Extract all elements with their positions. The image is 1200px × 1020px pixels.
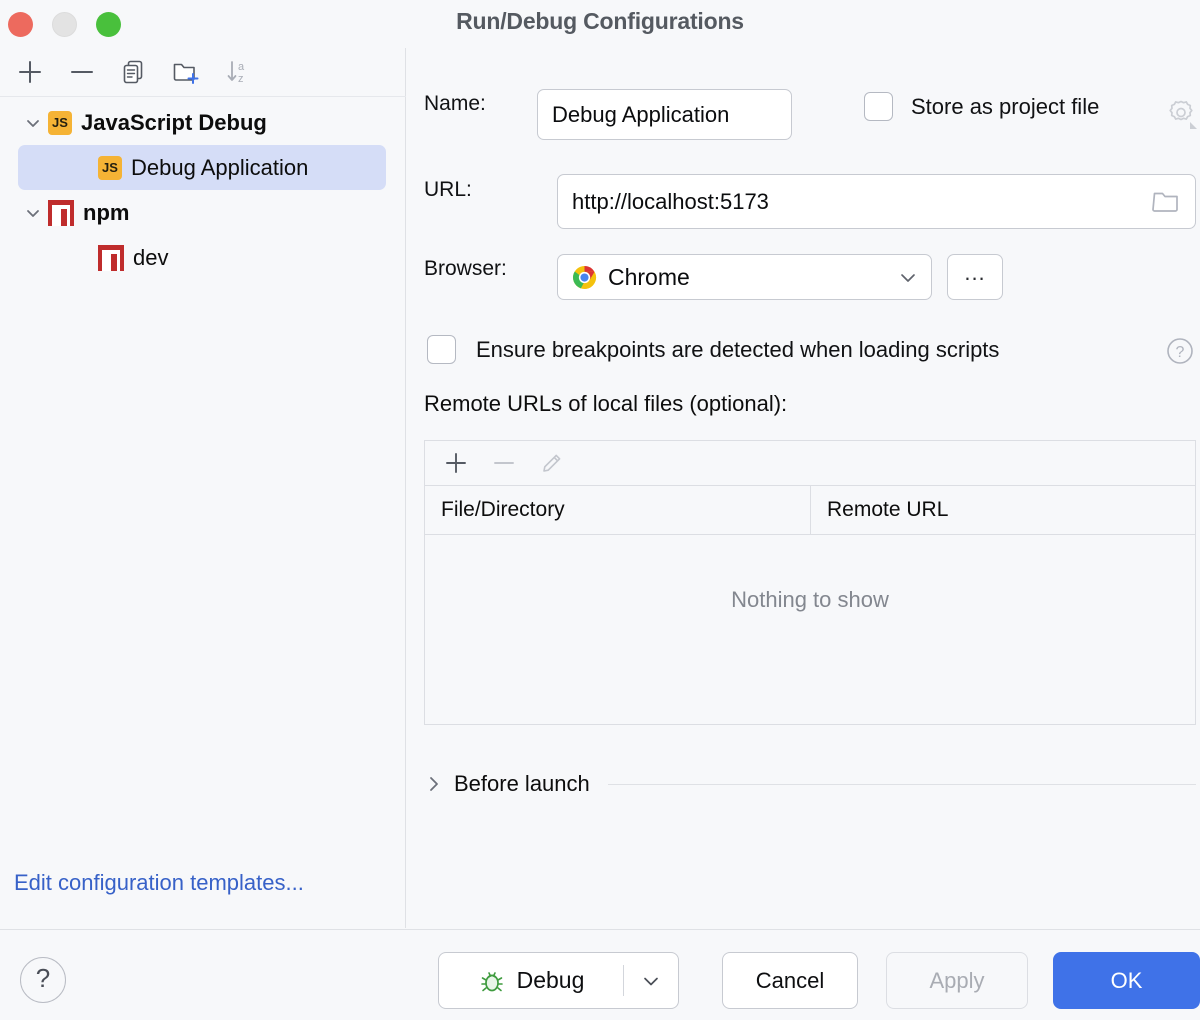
npm-icon xyxy=(98,244,124,271)
svg-text:a: a xyxy=(238,61,245,73)
store-as-project-file-label: Store as project file xyxy=(911,93,1100,119)
table-toolbar xyxy=(425,441,1195,486)
apply-button: Apply xyxy=(886,952,1028,1009)
browser-label: Browser: xyxy=(424,257,507,280)
browser-more-button[interactable]: ... xyxy=(947,254,1003,300)
name-input[interactable]: Debug Application xyxy=(537,89,792,140)
dialog-title: Run/Debug Configurations xyxy=(456,8,744,34)
debug-button-label: Debug xyxy=(516,967,585,993)
add-configuration-button[interactable] xyxy=(6,52,54,92)
table-column-remote-url[interactable]: Remote URL xyxy=(827,498,949,521)
ensure-breakpoints-row: Ensure breakpoints are detected when loa… xyxy=(427,335,999,364)
chevron-down-icon[interactable] xyxy=(18,113,48,133)
browser-select-value: Chrome xyxy=(608,263,690,290)
url-input-value: http://localhost:5173 xyxy=(572,188,769,214)
ensure-breakpoints-help-icon[interactable]: ? xyxy=(1165,336,1195,366)
folder-icon[interactable] xyxy=(1151,189,1181,215)
configuration-editor-panel: Name: Debug Application Store as project… xyxy=(407,48,1200,928)
remote-urls-label: Remote URLs of local files (optional): xyxy=(424,391,788,416)
tree-item-label: npm xyxy=(83,199,130,225)
chevron-down-icon[interactable] xyxy=(18,203,48,223)
name-label: Name: xyxy=(424,92,486,115)
tree-item-dev[interactable]: dev xyxy=(0,235,406,280)
chrome-icon xyxy=(572,265,597,290)
tree-item-label: Debug Application xyxy=(131,154,309,180)
debug-run-button[interactable]: Debug xyxy=(439,953,623,1008)
before-launch-label: Before launch xyxy=(454,771,590,796)
browser-row: Browser: xyxy=(424,257,507,281)
table-header-row: File/Directory Remote URL xyxy=(425,486,1195,535)
chevron-down-icon[interactable] xyxy=(897,266,919,288)
browser-select[interactable]: Chrome xyxy=(557,254,932,300)
remote-urls-table: File/Directory Remote URL Nothing to sho… xyxy=(424,440,1196,725)
table-edit-button xyxy=(535,446,569,480)
ok-button[interactable]: OK xyxy=(1053,952,1200,1009)
table-column-file-directory[interactable]: File/Directory xyxy=(425,486,811,534)
zoom-window-button[interactable] xyxy=(96,12,121,37)
url-row: URL: xyxy=(424,178,472,202)
new-folder-button[interactable] xyxy=(162,52,210,92)
before-launch-section[interactable]: Before launch xyxy=(424,771,1196,797)
svg-text:?: ? xyxy=(1176,344,1185,361)
debug-dropdown-button[interactable] xyxy=(624,953,678,1008)
url-label: URL: xyxy=(424,178,472,201)
ensure-breakpoints-checkbox[interactable] xyxy=(427,335,456,364)
chevron-right-icon[interactable] xyxy=(424,774,444,794)
edit-configuration-templates-link[interactable]: Edit configuration templates... xyxy=(14,870,304,895)
minimize-window-button[interactable] xyxy=(52,12,77,37)
tree-item-debug-application[interactable]: JS Debug Application xyxy=(18,145,386,190)
store-as-project-file-row: Store as project file xyxy=(864,92,1099,121)
ensure-breakpoints-label: Ensure breakpoints are detected when loa… xyxy=(476,336,1000,362)
sort-alphabetical-button[interactable]: a z xyxy=(214,52,262,92)
table-add-button[interactable] xyxy=(439,446,473,480)
remove-configuration-button[interactable] xyxy=(58,52,106,92)
tree-item-npm[interactable]: npm xyxy=(0,190,406,235)
js-icon: JS xyxy=(48,110,72,135)
store-as-project-file-checkbox[interactable] xyxy=(864,92,893,121)
name-row: Name: xyxy=(424,92,486,116)
sidebar-toolbar: a z xyxy=(0,48,406,97)
configurations-tree: JS JavaScript Debug JS Debug Application… xyxy=(0,100,406,280)
js-icon: JS xyxy=(98,155,122,180)
bug-icon xyxy=(478,967,506,995)
tree-item-javascript-debug[interactable]: JS JavaScript Debug xyxy=(0,100,406,145)
close-window-button[interactable] xyxy=(8,12,33,37)
window-controls xyxy=(8,12,121,37)
table-remove-button xyxy=(487,446,521,480)
table-empty-message: Nothing to show xyxy=(731,587,889,612)
gear-icon[interactable] xyxy=(1164,96,1198,130)
titlebar: Run/Debug Configurations xyxy=(0,0,1200,48)
split-divider xyxy=(623,965,624,996)
url-input[interactable]: http://localhost:5173 xyxy=(557,174,1196,229)
help-button[interactable]: ? xyxy=(20,957,66,1003)
cancel-button[interactable]: Cancel xyxy=(722,952,858,1009)
npm-icon xyxy=(48,199,74,226)
tree-item-label: JavaScript Debug xyxy=(81,109,267,135)
configurations-sidebar: a z JS JavaScript Debug JS Debug Applica… xyxy=(0,48,406,928)
tree-item-label: dev xyxy=(133,244,169,270)
debug-split-button[interactable]: Debug xyxy=(438,952,679,1009)
copy-configuration-button[interactable] xyxy=(110,52,158,92)
before-launch-divider xyxy=(607,783,1196,785)
svg-text:z: z xyxy=(238,73,244,85)
